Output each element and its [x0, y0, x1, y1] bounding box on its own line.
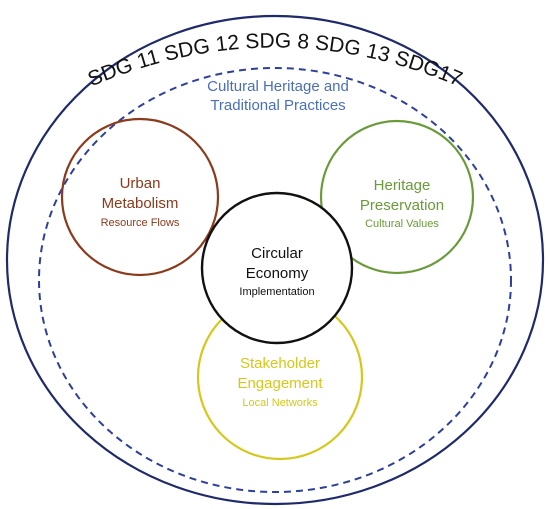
heritage-preservation-title-line2: Preservation — [360, 197, 444, 214]
frame-title-line2: Traditional Practices — [210, 97, 345, 114]
heritage-preservation-title-line1: Heritage — [374, 177, 431, 194]
circular-economy-title-line2: Economy — [246, 265, 309, 282]
heritage-preservation-subtitle: Cultural Values — [365, 218, 439, 230]
outer-ring — [5, 14, 545, 506]
circular-economy-title-line1: Circular — [251, 245, 303, 262]
circular-economy-subtitle: Implementation — [239, 286, 314, 298]
frame-title-line1: Cultural Heritage and — [207, 78, 349, 95]
stakeholder-engagement-title-line2: Engagement — [237, 375, 323, 392]
urban-metabolism-circle — [60, 117, 220, 277]
dashed-ring — [38, 67, 512, 493]
stakeholder-engagement-subtitle: Local Networks — [242, 397, 318, 409]
urban-metabolism-title-line2: Metabolism — [102, 195, 179, 212]
urban-metabolism-title-line1: Urban — [120, 175, 161, 192]
stakeholder-engagement-title-line1: Stakeholder — [240, 355, 320, 372]
urban-metabolism-subtitle: Resource Flows — [101, 217, 180, 229]
circular-economy-circle — [200, 191, 354, 345]
heritage-preservation-circle — [319, 119, 475, 275]
